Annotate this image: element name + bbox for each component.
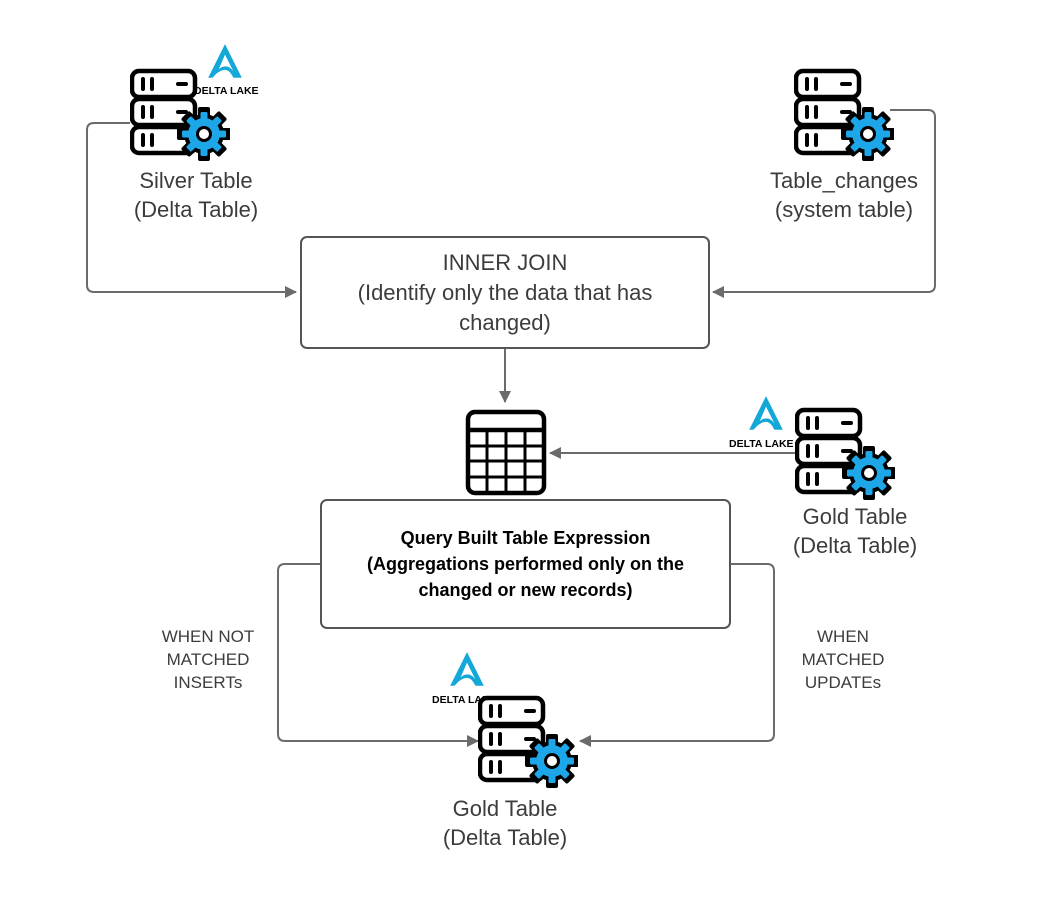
edge-matched: [579, 563, 775, 747]
table-changes-icon: [796, 71, 895, 161]
edge-silver-to-join: [86, 122, 297, 298]
svg-text:DELTA LAKE: DELTA LAKE: [194, 85, 259, 97]
delta-lake-logo-silver: DELTA LAKE: [194, 44, 259, 97]
gold-source-table-icon: [797, 410, 896, 500]
gold-target-table-icon: [480, 698, 579, 788]
edge-not-matched: [277, 563, 479, 747]
silver-table-label: Silver Table (Delta Table): [133, 168, 259, 222]
table-changes-label: Table_changes (system table): [769, 168, 918, 222]
gold-source-label: Gold Table (Delta Table): [792, 504, 918, 558]
edge-changes-to-join: [712, 109, 936, 298]
gold-target-label: Gold Table (Delta Table): [442, 796, 568, 850]
svg-text:DELTA LAKE: DELTA LAKE: [729, 438, 794, 450]
not-matched-label: WHEN NOT MATCHED INSERTs: [161, 627, 255, 692]
inner-join-box: INNER JOIN (Identify only the data that …: [300, 236, 710, 349]
table-grid-icon: [463, 408, 547, 498]
matched-label: WHEN MATCHED UPDATEs: [801, 627, 885, 692]
delta-lake-logo-gold-source: DELTA LAKE: [729, 396, 794, 450]
query-expression-box: Query Built Table Expression (Aggregatio…: [320, 499, 731, 629]
